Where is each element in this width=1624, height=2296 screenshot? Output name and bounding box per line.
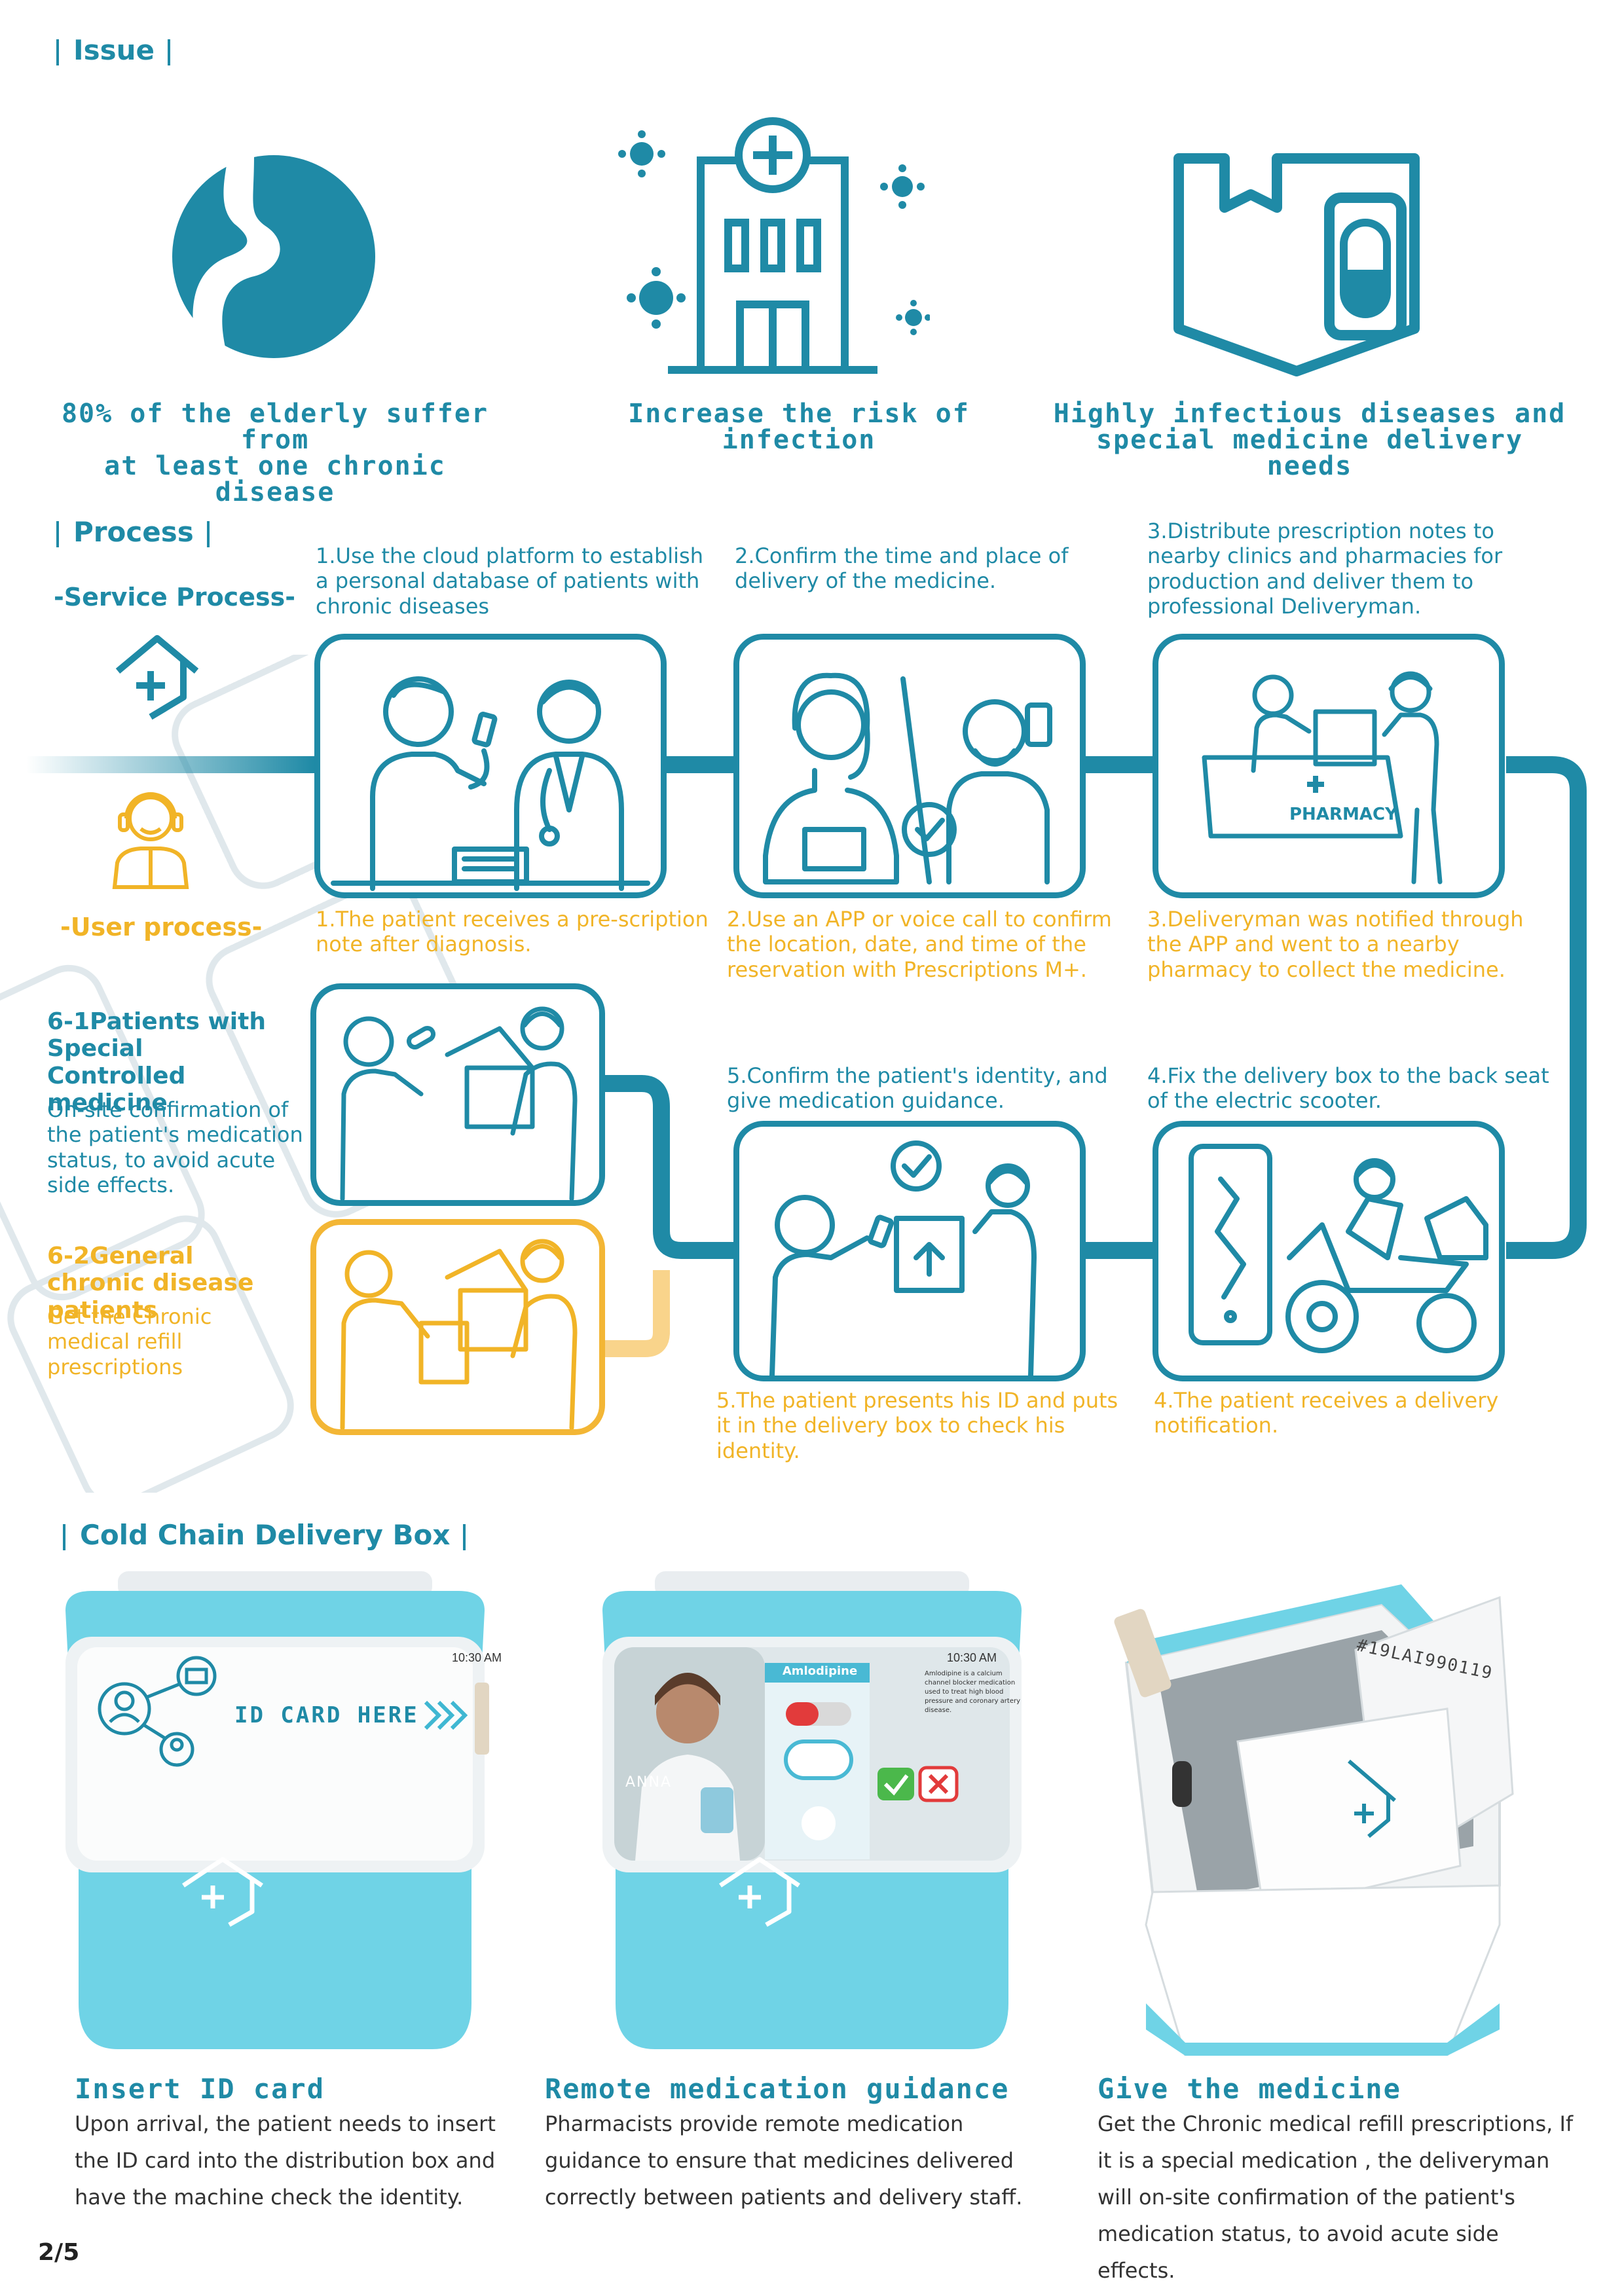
doctor-patient-illustration — [331, 676, 650, 891]
branch-special-body: On-site confirmation of the patient's me… — [47, 1097, 303, 1198]
remote-guidance-box-render — [602, 1571, 1022, 2049]
box2-drug-desc: Amlodipine is a calcium channel blocker … — [925, 1670, 1021, 1714]
step3-panel: PHARMACY — [1153, 634, 1505, 898]
issue-caption-2: Increase the risk of infection — [628, 399, 970, 455]
box2-title: Remote medication guidance — [545, 2073, 1010, 2105]
branch-general-title: 6-2General chronic disease patients — [47, 1243, 254, 1324]
service-step-1: 1.Use the cloud platform to establish a … — [316, 543, 703, 619]
user-step-2: 2.Use an APP or voice call to confirm th… — [727, 907, 1112, 982]
user-step-1: 1.The patient receives a pre-scription n… — [316, 907, 709, 957]
box1-body: Upon arrival, the patient needs to inser… — [75, 2111, 496, 2210]
process-heading: Process — [43, 516, 223, 548]
process-flow-connectors — [26, 756, 1587, 1357]
box3-title: Give the medicine — [1098, 2073, 1401, 2105]
step2-panel — [733, 634, 1086, 898]
special-medicine-illustration — [340, 1006, 578, 1201]
hospital-icon — [618, 117, 930, 374]
step1-panel — [314, 634, 667, 898]
user-step-3: 3.Deliveryman was notified through the A… — [1147, 907, 1524, 982]
general-medicine-illustration — [340, 1239, 578, 1430]
step4-panel — [1153, 1121, 1505, 1381]
service-process-label: -Service Process- — [54, 583, 295, 611]
open-box-render — [1114, 1584, 1514, 2056]
pharmacy-illustration: PHARMACY — [1202, 671, 1443, 884]
scooter-delivery-illustration — [1189, 1144, 1488, 1353]
branch-special-title: 6-1Patients with Special Controlled medi… — [47, 1008, 266, 1117]
user-agent-icon — [112, 792, 189, 889]
box2-body: Pharmacists provide remote medication gu… — [545, 2111, 1023, 2210]
box2-screen-time: 10:30 AM — [947, 1651, 997, 1664]
user-process-label: -User process- — [60, 913, 263, 941]
branch-general-body: Get the Chronic medical refill prescript… — [47, 1304, 212, 1379]
medicine-box-icon — [1173, 153, 1420, 376]
box1-title: Insert ID card — [75, 2073, 325, 2105]
box3-body: Get the Chronic medical refill prescript… — [1098, 2111, 1574, 2283]
page-number: 2/5 — [38, 2239, 80, 2266]
stomach-icon — [172, 155, 375, 358]
home-care-icon — [115, 635, 199, 720]
identity-check-illustration — [769, 1140, 1037, 1378]
box1-screen-text: ID CARD HERE — [234, 1702, 419, 1728]
step6-1-panel — [310, 983, 605, 1206]
box1-screen-time: 10:30 AM — [452, 1651, 502, 1664]
step5-panel — [733, 1121, 1086, 1381]
user-step-4: 4.The patient receives a delivery notifi… — [1154, 1388, 1499, 1438]
cold-chain-heading: Cold Chain Delivery Box — [50, 1519, 479, 1551]
service-step-3: 3.Distribute prescription notes to nearb… — [1147, 519, 1503, 619]
box2-caller-name: ANNA — [625, 1774, 673, 1791]
service-step-2: 2.Confirm the time and place of delivery… — [735, 543, 1069, 594]
box2-drug-name: Amlodipine — [782, 1664, 858, 1678]
service-step-5: 5.Confirm the patient's identity, and gi… — [727, 1063, 1108, 1114]
phone-call-illustration — [763, 672, 1052, 884]
service-step-4: 4.Fix the delivery box to the back seat … — [1147, 1063, 1549, 1114]
issue-heading: Issue — [43, 34, 183, 66]
user-step-5: 5.The patient presents his ID and puts i… — [716, 1388, 1118, 1463]
id-card-box-render — [65, 1571, 489, 2049]
pharmacy-sign-text: PHARMACY — [1289, 805, 1398, 824]
step6-2-panel — [310, 1219, 605, 1435]
